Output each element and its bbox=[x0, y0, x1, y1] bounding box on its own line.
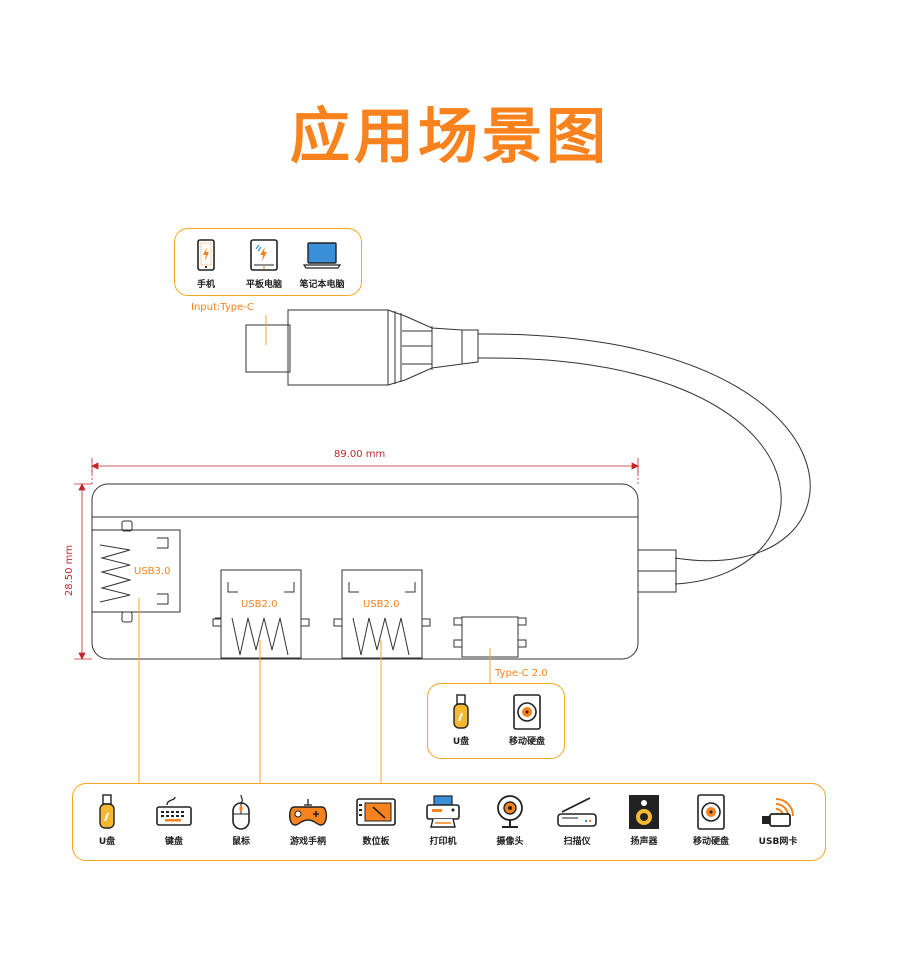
device-name: 游戏手柄 bbox=[289, 837, 326, 847]
device-laptop: 笔记本电脑 bbox=[287, 237, 357, 290]
phone-icon bbox=[171, 237, 241, 273]
device-name: USB网卡 bbox=[758, 837, 798, 847]
usb-device-usb-drive: U盘 bbox=[72, 794, 142, 847]
usb-device-printer: 打印机 bbox=[408, 794, 478, 847]
device-name: 扬声器 bbox=[630, 837, 658, 847]
input-devices-box: 手机 平板电脑 笔记本电脑 bbox=[174, 228, 362, 296]
device-name: 键盘 bbox=[164, 837, 183, 847]
device-name: U盘 bbox=[98, 837, 116, 847]
typec-device-usb-drive: U盘 bbox=[426, 694, 496, 747]
usb3-label: USB3.0 bbox=[134, 566, 171, 577]
device-name: 笔记本电脑 bbox=[299, 280, 345, 290]
device-name: 手机 bbox=[196, 280, 215, 290]
scanner-icon bbox=[542, 794, 612, 830]
usb-device-webcam: 摄像头 bbox=[475, 794, 545, 847]
device-name: 鼠标 bbox=[231, 837, 250, 847]
usb-drive-icon bbox=[72, 794, 142, 830]
webcam-icon bbox=[475, 794, 545, 830]
typec-device-hard-drive: 移动硬盘 bbox=[492, 694, 562, 747]
usb-device-gamepad: 游戏手柄 bbox=[273, 794, 343, 847]
printer-icon bbox=[408, 794, 478, 830]
device-name: 平板电脑 bbox=[245, 280, 282, 290]
hard-drive-icon bbox=[492, 694, 562, 730]
wifi-adapter-icon bbox=[743, 794, 813, 830]
hard-drive-icon bbox=[676, 794, 746, 830]
usb-devices-box: U盘 键盘 鼠标 游戏手柄 数位板 打印机 摄像头 bbox=[72, 783, 826, 861]
page-title: 应用场景图 bbox=[290, 102, 610, 172]
usb-device-drawing-tablet: 数位板 bbox=[341, 794, 411, 847]
usb-device-hard-drive: 移动硬盘 bbox=[676, 794, 746, 847]
typec-label: Type-C 2.0 bbox=[495, 668, 548, 679]
usb-device-speaker: 扬声器 bbox=[609, 794, 679, 847]
usb-drive-icon bbox=[426, 694, 496, 730]
device-name: 移动硬盘 bbox=[692, 837, 729, 847]
device-name: 打印机 bbox=[429, 837, 457, 847]
speaker-icon bbox=[609, 794, 679, 830]
gamepad-icon bbox=[273, 794, 343, 830]
typec-devices-box: U盘 移动硬盘 bbox=[427, 683, 565, 759]
input-label: Input:Type-C bbox=[191, 302, 254, 313]
width-dimension-label: 89.00 mm bbox=[334, 449, 386, 460]
keyboard-icon bbox=[139, 794, 209, 830]
device-name: 扫描仪 bbox=[563, 837, 591, 847]
device-tablet: 平板电脑 bbox=[229, 237, 299, 290]
device-name: 移动硬盘 bbox=[508, 737, 545, 747]
height-dimension-label: 28.50 mm bbox=[64, 544, 76, 597]
usb-device-wifi-adapter: USB网卡 bbox=[743, 794, 813, 847]
device-phone: 手机 bbox=[171, 237, 241, 290]
device-name: U盘 bbox=[452, 737, 470, 747]
usb2-a-label: USB2.0 bbox=[241, 599, 278, 610]
drawing-tablet-icon bbox=[341, 794, 411, 830]
tablet-icon bbox=[229, 237, 299, 273]
laptop-icon bbox=[287, 237, 357, 273]
device-name: 数位板 bbox=[362, 837, 390, 847]
mouse-icon bbox=[206, 794, 276, 830]
usb2-b-label: USB2.0 bbox=[363, 599, 400, 610]
usb-device-keyboard: 键盘 bbox=[139, 794, 209, 847]
usb-device-mouse: 鼠标 bbox=[206, 794, 276, 847]
device-name: 摄像头 bbox=[496, 837, 524, 847]
usb-device-scanner: 扫描仪 bbox=[542, 794, 612, 847]
